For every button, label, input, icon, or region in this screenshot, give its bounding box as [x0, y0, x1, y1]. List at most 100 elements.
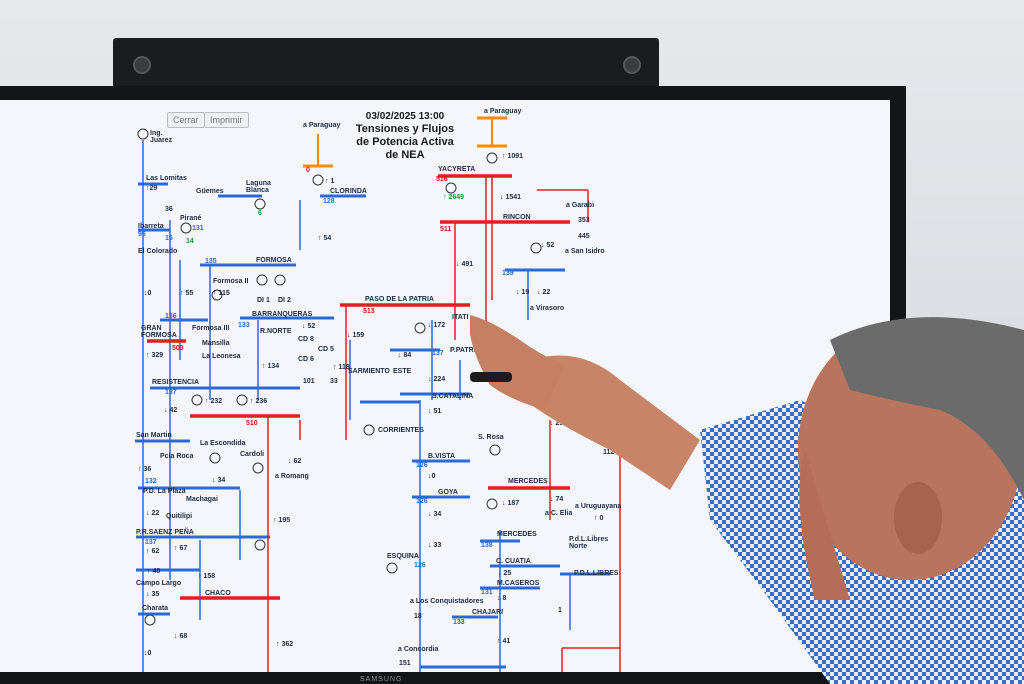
tv-brand-logo: SAMSUNG	[360, 676, 403, 683]
transformer-symbol-16	[252, 462, 264, 474]
label-v139: 139	[502, 270, 514, 277]
label-scatalina: S.CATALINA	[432, 393, 474, 400]
label-a-celia: a C. Elia	[545, 510, 573, 517]
label-v1541: ↓ 1541	[500, 194, 522, 201]
label-v445: 445	[578, 233, 590, 240]
label-formosa-ii: Formosa II	[213, 278, 249, 285]
label-bvista: B.VISTA	[428, 453, 456, 460]
label-ing-juarez: Ing. Juarez	[150, 130, 173, 144]
label-la-escondida: La Escondida	[200, 440, 246, 447]
label-paso-patria: PASO DE LA PATRIA	[365, 296, 434, 303]
label-rincon: RINCON	[503, 214, 531, 221]
label-pirane: Pirané	[180, 215, 202, 222]
label-pd-plaza: P.D. La Plaza	[143, 488, 186, 495]
label-el-colorado: El Colorado	[138, 248, 178, 255]
label-v62b: ↑ 62	[146, 548, 160, 555]
label-laguna-blanca: Laguna Blanca	[246, 180, 271, 194]
label-v101: 101	[303, 378, 315, 385]
label-v51: ↓ 51	[428, 408, 442, 415]
label-v513: 513	[363, 308, 375, 315]
label-ibarreta: Ibarreta	[138, 223, 164, 230]
label-v22: ↓ 22	[146, 510, 160, 517]
label-v503: 503	[172, 345, 184, 352]
label-v132: 132	[145, 478, 157, 485]
label-cd5: CD 5	[318, 346, 334, 353]
label-v136: 136	[165, 313, 177, 320]
label-sarmiento: SARMIENTO	[348, 368, 390, 375]
label-v195: ↑ 195	[273, 517, 291, 524]
label-v131b: 131	[481, 589, 493, 596]
label-v232: ↑ 232	[205, 398, 223, 405]
transformer-symbol-1	[312, 174, 324, 186]
label-v1b: 1	[558, 607, 562, 614]
label-gran-formosa: GRAN FORMOSA	[141, 325, 177, 339]
label-goya: GOYA	[438, 489, 458, 496]
label-v40: ↑ 40	[147, 568, 161, 575]
transformer-symbol-11	[414, 322, 426, 334]
label-resistencia: RESISTENCIA	[152, 379, 200, 386]
label-v6: 6	[258, 210, 262, 217]
label-saenz-pena: P.R.SAENZ PEÑA	[136, 529, 194, 536]
label-a-paraguay-2: a Paraguay	[484, 108, 522, 115]
transformer-symbol-6	[256, 274, 268, 286]
label-v128: 128	[323, 198, 335, 205]
transformer-symbol-8	[211, 289, 223, 301]
transformer-symbol-0	[137, 128, 149, 140]
label-a-garabi: a Garabi	[566, 202, 595, 209]
label-v236: ↑ 236	[250, 398, 268, 405]
label-v151: 151	[399, 660, 411, 667]
label-v0c: ↓0	[428, 473, 436, 480]
label-v115: ↑ 115	[213, 290, 230, 297]
label-formosa: FORMOSA	[256, 257, 292, 264]
label-v34: ↓ 34	[212, 477, 226, 484]
label-v135: 135	[205, 258, 217, 265]
label-campo-largo: Campo Largo	[136, 580, 182, 587]
transformer-symbol-9	[191, 394, 203, 406]
label-v126c: 126	[414, 562, 426, 569]
label-v42: ↓ 42	[164, 407, 178, 414]
label-a-virasoro: a Virasoro	[530, 305, 565, 312]
label-v62: ↓ 62	[288, 458, 302, 465]
transformer-symbol-12	[530, 242, 542, 254]
label-cd6: CD 6	[298, 356, 314, 363]
label-v516: 516	[436, 176, 448, 183]
label-clorinda: CLORINDA	[330, 188, 367, 195]
label-barranqueras: BARRANQUERAS	[252, 311, 313, 318]
label-v0-par: 0	[306, 167, 310, 174]
transformer-symbol-10	[236, 394, 248, 406]
label-v158: ↑ 158	[198, 573, 216, 580]
label-v67: ↑ 67	[174, 545, 188, 552]
camera-lens-left	[133, 56, 151, 74]
label-las-lomitas: Las Lomitas	[146, 175, 187, 182]
label-v329: ↑ 329	[146, 352, 164, 359]
label-v18: 18	[414, 613, 422, 620]
label-a-romang: a Romang	[275, 473, 309, 480]
label-v96: 96	[138, 231, 146, 238]
label-v33b: ↓ 33	[428, 542, 442, 549]
transformer-symbol-15	[209, 452, 221, 464]
label-mercedes: MERCEDES	[497, 531, 537, 538]
label-corrientes: CORRIENTES	[378, 427, 424, 434]
transformer-symbol-18	[386, 562, 398, 574]
print-button[interactable]: Imprimir	[204, 112, 249, 128]
label-v34b: ↓ 34	[428, 511, 442, 518]
label-v133b: 133	[453, 619, 465, 626]
label-v22b: ↓ 22	[537, 289, 551, 296]
label-v33a: 33	[330, 378, 338, 385]
title-line-1: Tensiones y Flujos	[355, 123, 455, 135]
label-v126b: 126	[416, 498, 428, 505]
label-di2: DI 2	[278, 297, 291, 304]
label-san-martin: San Martin	[136, 432, 172, 439]
transformer-symbol-19	[144, 614, 156, 626]
label-v224: ↓ 224	[428, 376, 446, 383]
label-v41: ↑ 41	[497, 638, 511, 645]
transformer-symbol-7	[274, 274, 286, 286]
camera-lens-right	[623, 56, 641, 74]
label-v8: ↓ 8	[497, 595, 507, 602]
label-a-uruguayana: a Uruguayana	[575, 503, 622, 510]
label-v187: ↓ 187	[502, 500, 520, 507]
label-formosa-iii: Formosa III	[192, 325, 230, 332]
label-mercedes-r: MERCEDES	[508, 478, 548, 485]
label-chaco: CHACO	[205, 590, 231, 597]
label-la-leonesa: La Leonesa	[202, 353, 241, 360]
